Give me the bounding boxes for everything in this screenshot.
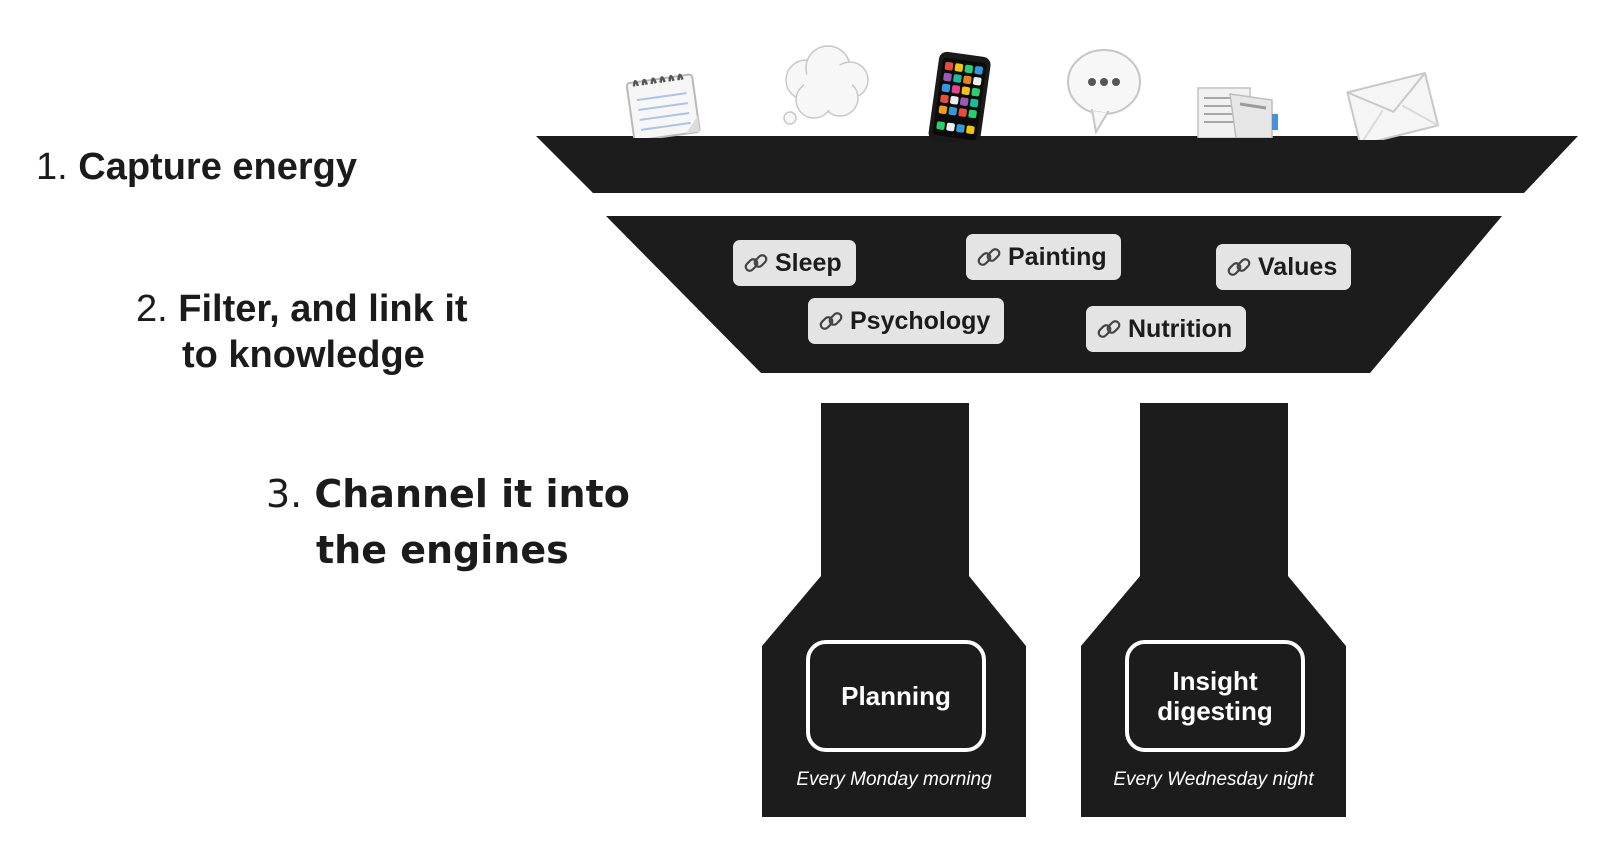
- link-icon: [819, 312, 843, 330]
- tag-nutrition-label: Nutrition: [1128, 315, 1233, 343]
- tag-nutrition: Nutrition: [1086, 306, 1247, 352]
- tag-psychology: Psychology: [808, 298, 1005, 344]
- envelope-icon: [1346, 71, 1440, 140]
- step-2-text-line1: Filter, and link it: [178, 288, 468, 330]
- tag-sleep: Sleep: [733, 240, 856, 286]
- step-2-text-line2: to knowledge: [182, 334, 425, 376]
- thought-bubble-icon: [783, 45, 869, 125]
- engine-planning: Planning: [806, 640, 986, 752]
- document-icon: [1197, 87, 1278, 138]
- tag-sleep-label: Sleep: [775, 249, 842, 277]
- capture-funnel-top: [536, 136, 1578, 193]
- link-icon: [977, 248, 1001, 266]
- step-3-label: 3. Channel it into the engines: [266, 466, 630, 578]
- engine-planning-schedule: Every Monday morning: [796, 769, 992, 790]
- step-2-number: 2.: [136, 288, 168, 330]
- link-icon: [744, 254, 768, 272]
- engine-insight-name-line1: Insight: [1172, 666, 1258, 696]
- speech-bubble-icon: [1067, 49, 1141, 135]
- step-2-label: 2. Filter, and link it to knowledge: [136, 286, 468, 378]
- engine-pipe-insight: [1081, 403, 1346, 817]
- tag-psychology-label: Psychology: [850, 307, 991, 335]
- tag-values-label: Values: [1258, 253, 1338, 281]
- engine-insight-schedule: Every Wednesday night: [1113, 769, 1314, 790]
- notepad-icon: [625, 73, 701, 138]
- tag-painting: Painting: [966, 234, 1121, 280]
- link-icon: [1227, 258, 1251, 276]
- link-icon: [1097, 320, 1121, 338]
- step-3-number: 3.: [266, 472, 303, 516]
- tag-painting-label: Painting: [1008, 243, 1107, 271]
- step-3-text-line2: the engines: [316, 528, 569, 572]
- mobile-phone-icon: [928, 51, 991, 142]
- step-1-label: 1. Capture energy: [36, 144, 357, 190]
- step-1-text: Capture energy: [78, 146, 358, 188]
- step-1-number: 1.: [36, 146, 68, 188]
- tag-values: Values: [1216, 244, 1352, 290]
- engine-insight-digesting: Insight digesting: [1125, 640, 1305, 752]
- engine-pipe-planning: [762, 403, 1026, 817]
- step-3-text-line1: Channel it into: [314, 472, 630, 516]
- engine-planning-name: Planning: [841, 681, 951, 711]
- engine-insight-name-line2: digesting: [1157, 696, 1273, 726]
